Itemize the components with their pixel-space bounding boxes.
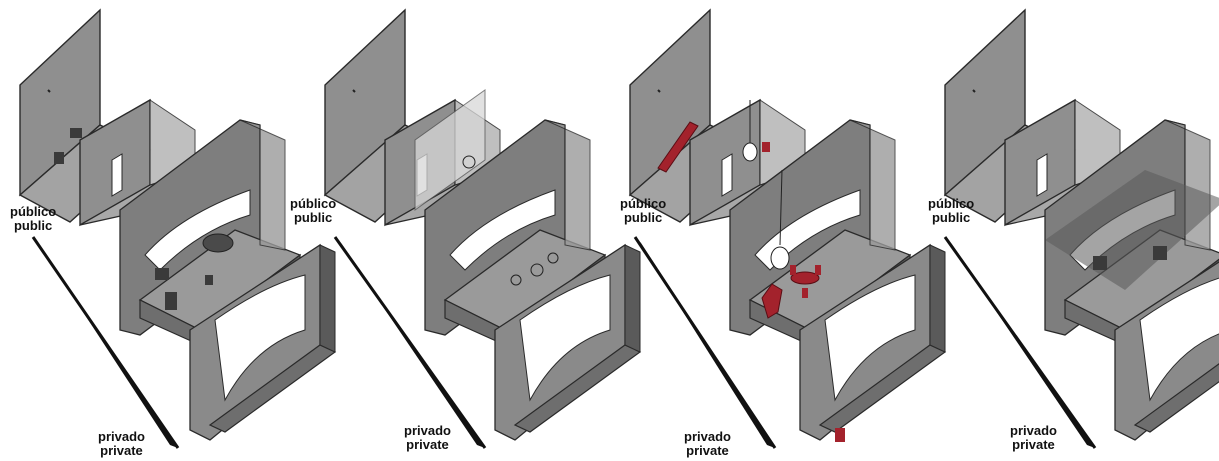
label-private-es: privado	[684, 430, 731, 444]
label-public-4: público public	[928, 197, 974, 225]
label-public-en: public	[620, 211, 666, 225]
label-private-4: privado private	[1010, 424, 1057, 452]
label-public-en: public	[10, 219, 56, 233]
label-private-en: private	[684, 444, 731, 458]
diagram-1	[20, 10, 335, 448]
diagram-3	[630, 10, 945, 448]
label-public-en: public	[928, 211, 974, 225]
label-public-2: público public	[290, 197, 336, 225]
diagram-4	[945, 10, 1219, 448]
armchair-mark	[1093, 256, 1107, 270]
chair-mark	[54, 152, 64, 164]
label-public-1: público public	[10, 205, 56, 233]
label-public-en: public	[290, 211, 336, 225]
label-private-es: privado	[98, 430, 145, 444]
chair-mark	[165, 292, 177, 310]
chair-mark	[155, 268, 169, 280]
label-private-2: privado private	[404, 424, 451, 452]
label-private-en: private	[1010, 438, 1057, 452]
label-public-es: público	[928, 197, 974, 211]
armchair-mark	[1153, 246, 1167, 260]
chair-mark	[70, 128, 82, 138]
red-chair-small	[835, 428, 845, 442]
diagram-2	[325, 10, 640, 448]
chair-mark	[205, 275, 213, 285]
label-private-en: private	[404, 438, 451, 452]
label-public-es: público	[620, 197, 666, 211]
label-public-es: público	[10, 205, 56, 219]
label-public-3: público public	[620, 197, 666, 225]
label-public-es: público	[290, 197, 336, 211]
label-private-en: private	[98, 444, 145, 458]
label-private-es: privado	[404, 424, 451, 438]
label-private-es: privado	[1010, 424, 1057, 438]
label-private-3: privado private	[684, 430, 731, 458]
label-private-1: privado private	[98, 430, 145, 458]
table-mark	[203, 234, 233, 252]
